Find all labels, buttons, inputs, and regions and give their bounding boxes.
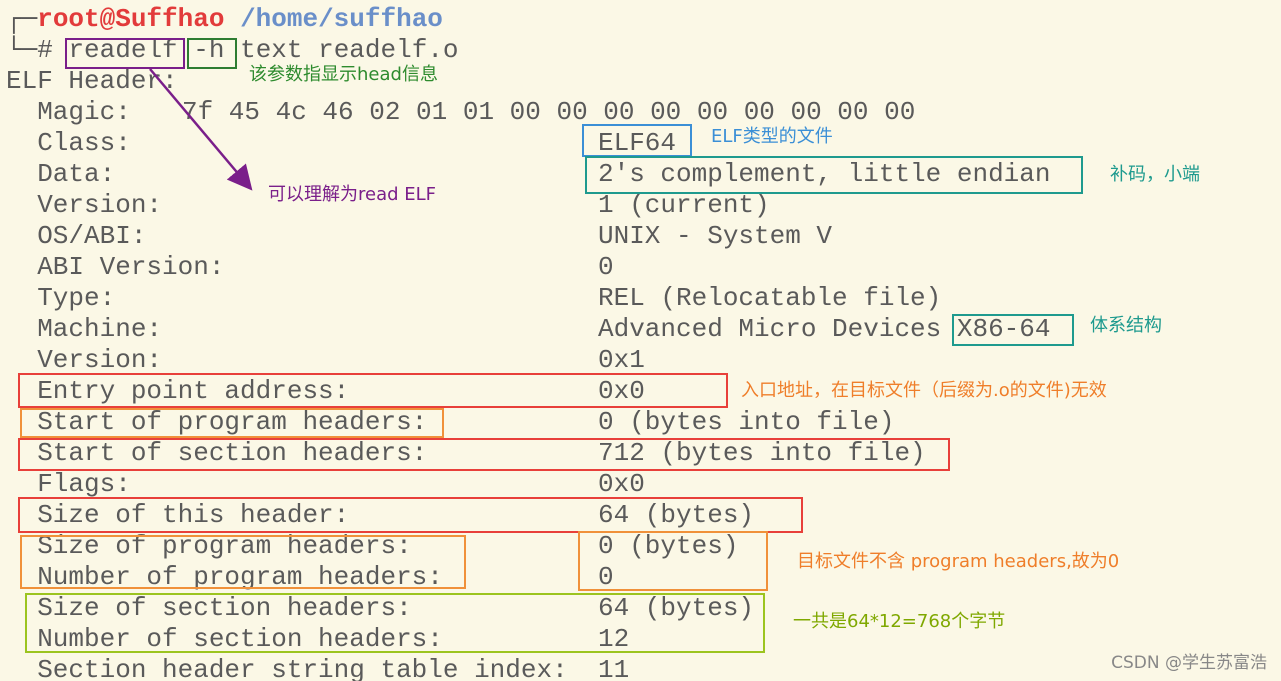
command-line[interactable]: └─# readelf -h text readelf.o (6, 35, 459, 66)
entry-highlight-box (18, 373, 728, 408)
entry-note: 入口地址，在目标文件（后缀为.o的文件)无效 (741, 380, 1107, 401)
data-note: 补码，小端 (1110, 164, 1200, 185)
field-value: ELF64 (598, 128, 677, 158)
field-value: 0x1 (598, 345, 645, 375)
field-label: Machine: (6, 314, 163, 344)
prompt-path: /home/suffhao (240, 4, 443, 34)
field-label: Start of program headers: (6, 407, 428, 437)
section-start-highlight-box (18, 438, 950, 471)
field-label: Type: (6, 283, 116, 313)
field-value: REL (Relocatable file) (598, 283, 942, 313)
command-option: -h (193, 35, 225, 65)
field-value: 0 (598, 562, 614, 592)
field-label: OS/ABI: (6, 221, 147, 251)
field-value: 1 (current) (598, 190, 770, 220)
prompt-corner-bottom: └─ (6, 35, 38, 65)
field-label: Flags: (6, 469, 131, 499)
field-label: Class: (6, 128, 131, 158)
field-value: Advanced Micro Devices X86-64 (598, 314, 1051, 344)
field-value: 0 (bytes) (598, 531, 739, 561)
watermark: CSDN @学生苏富浩 (1111, 653, 1267, 673)
field-value: 0 (bytes into file) (598, 407, 895, 437)
prompt-user-host: root@Suffhao (37, 4, 225, 34)
field-value: 64 (bytes) (598, 500, 755, 530)
prompt-line: ┌─root@Suffhao /home/suffhao (6, 4, 443, 35)
field-label: Size of section headers: (6, 593, 412, 623)
option-note: 该参数指显示head信息 (249, 64, 438, 85)
readelf-highlight-box (65, 38, 185, 69)
data-highlight-box (585, 156, 1083, 194)
field-value: 712 (bytes into file) (598, 438, 926, 468)
field-label: Size of this header: (6, 500, 350, 530)
field-label: Entry point address: (6, 376, 350, 406)
field-label: Version: (6, 345, 163, 375)
field-value: 64 (bytes) (598, 593, 755, 623)
field-value: 0x0 (598, 469, 645, 499)
field-value: 2's complement, little endian (598, 159, 1051, 189)
readelf-note: 可以理解为read ELF (268, 184, 437, 205)
field-label: Section header string table index: (6, 655, 568, 681)
field-label: ABI Version: (6, 252, 225, 282)
field-value: 0x0 (598, 376, 645, 406)
field-value: UNIX - System V (598, 221, 833, 251)
command-program: readelf (68, 35, 178, 65)
section-headers-note: 一共是64*12=768个字节 (793, 611, 1006, 632)
field-value: 12 (598, 624, 630, 654)
prompt-symbol: # (37, 35, 53, 65)
option-highlight-box (187, 38, 237, 69)
field-label: Version: (6, 190, 163, 220)
machine-note: 体系结构 (1090, 315, 1162, 336)
machine-highlight-box (952, 314, 1074, 346)
field-value: 0 (598, 252, 614, 282)
prompt-corner-top: ┌─ (6, 4, 38, 34)
field-label: Start of section headers: (6, 438, 428, 468)
program-headers-value-box (578, 531, 768, 591)
field-label: Magic: (6, 97, 178, 127)
class-note: ELF类型的文件 (711, 126, 833, 147)
header-size-highlight-box (18, 497, 803, 533)
field-value: 11 (598, 655, 630, 681)
field-label: Number of section headers: (6, 624, 443, 654)
program-headers-label-box (20, 535, 466, 589)
program-start-highlight-box (20, 408, 444, 438)
field-label: Data: (6, 159, 116, 189)
program-headers-note: 目标文件不含 program headers,故为0 (797, 551, 1120, 572)
field-value: 7f 45 4c 46 02 01 01 00 00 00 00 00 00 0… (182, 97, 916, 127)
command-args: text readelf.o (240, 35, 459, 65)
section-headers-highlight-box (25, 593, 765, 653)
